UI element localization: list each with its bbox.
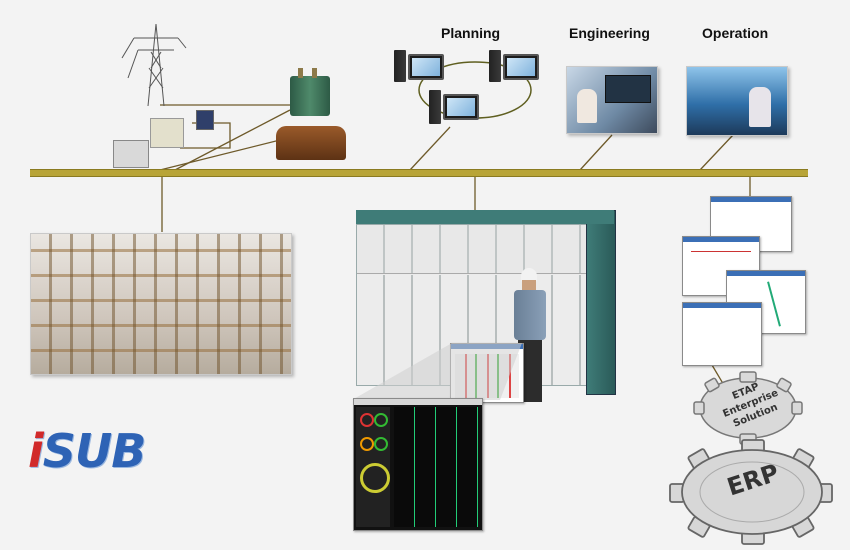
relay-icon [150, 118, 184, 148]
transformer-icon [290, 68, 330, 116]
meter-icon [196, 110, 214, 130]
computer-workstation-icon [394, 50, 446, 86]
hmi-detail-screen [353, 398, 483, 531]
etap-window-4 [682, 302, 762, 366]
planning-label: Planning [441, 25, 501, 41]
gear-icon [693, 371, 803, 445]
operation-label: Operation [702, 25, 769, 41]
communication-bus [30, 169, 808, 177]
transmission-tower-icon [121, 23, 187, 107]
computer-workstation-icon [429, 90, 481, 128]
switchgear-top [356, 210, 614, 224]
engineering-label: Engineering [569, 25, 650, 41]
substation-photo [30, 233, 292, 375]
switchgear-side-panel [586, 210, 616, 395]
recorder-icon [113, 140, 149, 168]
computer-workstation-icon [489, 50, 541, 86]
zoom-projection [352, 343, 522, 400]
generator-icon [276, 126, 346, 160]
isub-logo: iSUB [28, 424, 146, 478]
engineering-photo [566, 66, 658, 134]
erp-gear-icon [669, 439, 833, 545]
operation-photo [686, 66, 788, 136]
